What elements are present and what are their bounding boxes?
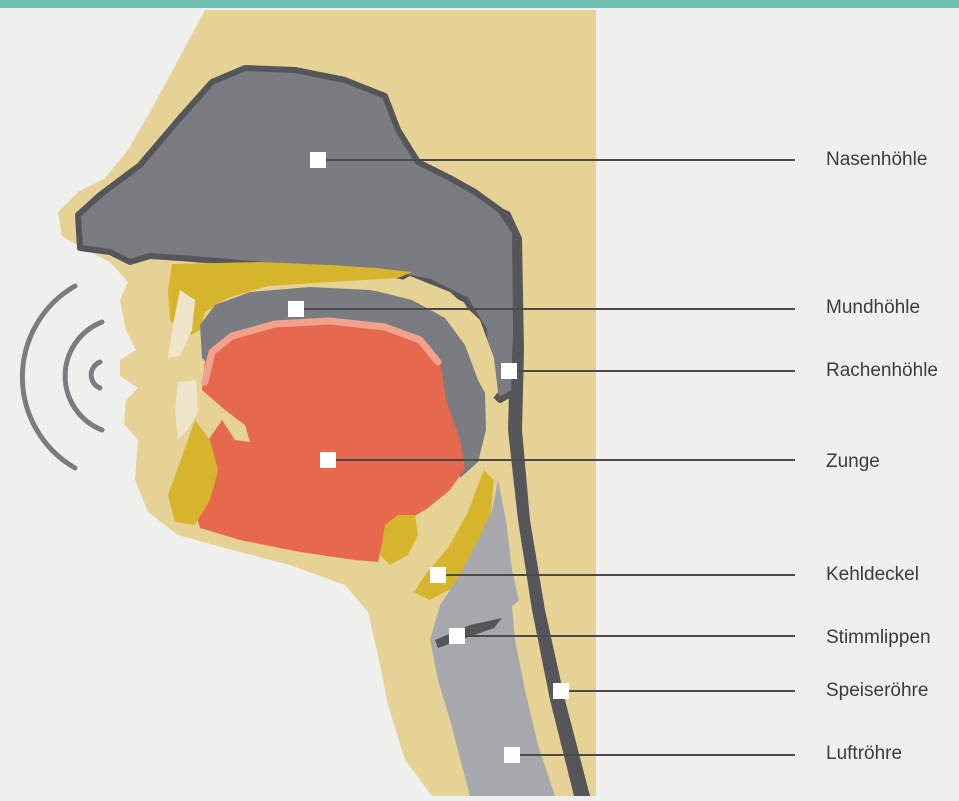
label-luftroehre: Luftröhre xyxy=(826,743,902,765)
label-kehldeckel: Kehldeckel xyxy=(826,564,919,586)
marker-nasenhoehle xyxy=(310,152,326,168)
marker-mundhoehle xyxy=(288,301,304,317)
label-speiseroehre: Speiseröhre xyxy=(826,680,928,702)
label-zunge: Zunge xyxy=(826,451,880,473)
top-bar xyxy=(0,0,959,8)
label-nasenhoehle: Nasenhöhle xyxy=(826,149,927,171)
marker-kehldeckel xyxy=(430,567,446,583)
marker-stimmlippen xyxy=(449,628,465,644)
marker-rachenhoehle xyxy=(501,363,517,379)
marker-speiseroehre xyxy=(553,683,569,699)
label-mundhoehle: Mundhöhle xyxy=(826,297,920,319)
label-rachenhoehle: Rachenhöhle xyxy=(826,360,938,382)
sound-waves-icon xyxy=(22,286,102,468)
label-stimmlippen: Stimmlippen xyxy=(826,627,931,649)
marker-zunge xyxy=(320,452,336,468)
marker-luftroehre xyxy=(504,747,520,763)
